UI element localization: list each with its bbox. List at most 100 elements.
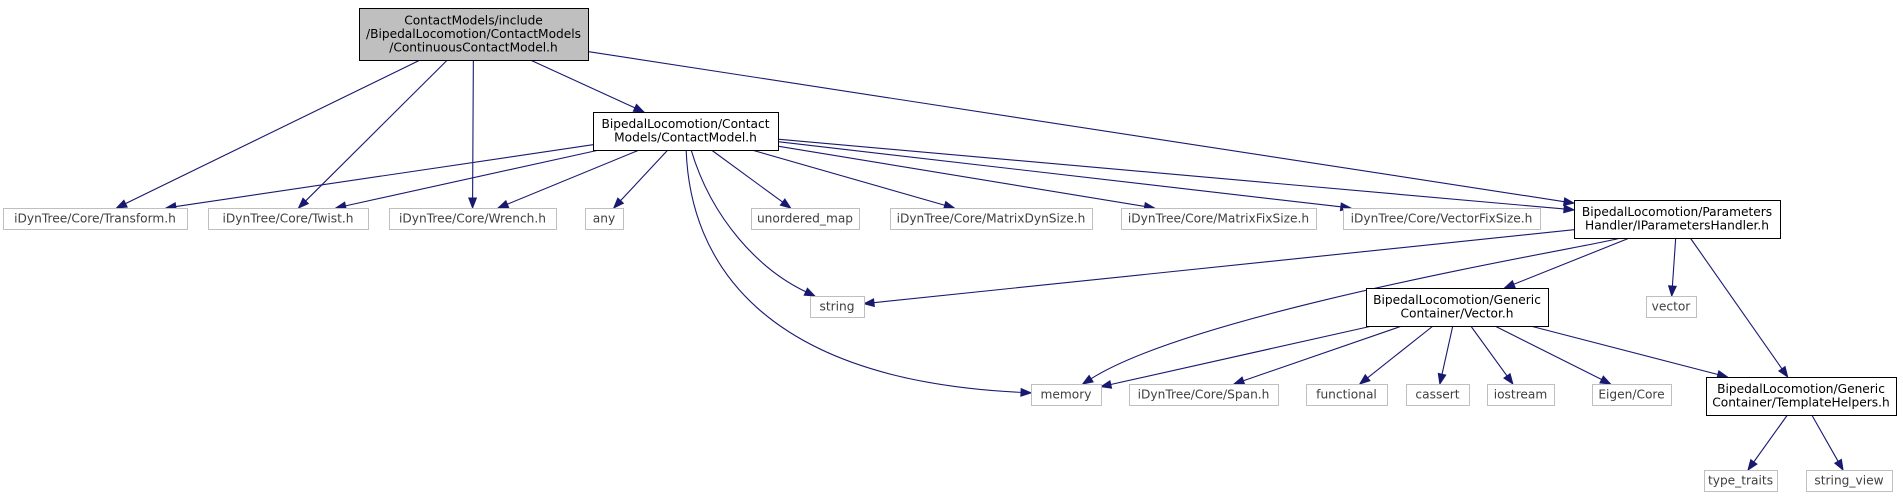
node-label-line: iostream (1494, 387, 1548, 401)
edge-line (1470, 325, 1508, 377)
node-box (3, 208, 188, 230)
edge-contactmodel-to-unordered_map (711, 149, 792, 209)
edge-continuous-to-transform (115, 59, 421, 209)
edge-contactmodel-to-params (777, 138, 1576, 214)
node-box (1487, 384, 1555, 406)
edge-vector_h-to-memory (1099, 325, 1373, 389)
node-label-line: unordered_map (757, 211, 853, 225)
arrowhead-icon (1358, 373, 1371, 385)
arrowhead-icon (862, 298, 875, 308)
node-any: any (585, 208, 624, 230)
node-memory: memory (1031, 384, 1102, 406)
node-label-line: vector (1652, 299, 1692, 313)
edge-line (1530, 325, 1719, 376)
edge-continuous-to-twist (297, 59, 448, 209)
arrowhead-icon (1503, 372, 1514, 386)
edge-contactmodel-to-any (612, 149, 669, 210)
arrowhead-icon (115, 199, 128, 209)
edge-line (711, 149, 783, 203)
arrowhead-icon (1437, 372, 1447, 386)
node-label-line: iDynTree/Core/MatrixFixSize.h (1128, 211, 1309, 225)
node-box (593, 112, 779, 151)
node-iostream: iostream (1487, 384, 1555, 406)
node-params[interactable]: BipedalLocomotion/ParametersHandler/IPar… (1574, 200, 1781, 239)
edge-continuous-to-wrench (468, 59, 478, 210)
arrowhead-icon (779, 198, 792, 209)
edge-line (685, 149, 1022, 393)
node-label-line: iDynTree/Core/Transform.h (14, 211, 176, 225)
node-matrixfix: iDynTree/Core/MatrixFixSize.h (1121, 208, 1317, 230)
arrowhead-icon (612, 197, 625, 210)
node-unordered-map: unordered_map (751, 208, 860, 230)
node-box (208, 208, 369, 230)
node-box (1343, 208, 1541, 230)
arrowhead-icon (1777, 365, 1789, 379)
edge-template_h-to-type_traits (1747, 414, 1788, 472)
edge-vector_h-to-iostream (1470, 325, 1514, 386)
node-label-line: memory (1041, 387, 1092, 401)
arrowhead-icon (632, 103, 646, 113)
edge-params-to-string (862, 229, 1575, 308)
node-box (359, 8, 589, 61)
arrowhead-icon (1020, 387, 1033, 397)
node-contactmodel[interactable]: BipedalLocomotion/ContactModels/ContactM… (593, 112, 779, 151)
node-label-line: iDynTree/Core/Twist.h (222, 211, 353, 225)
node-template-h[interactable]: BipedalLocomotion/GenericContainer/Templ… (1706, 377, 1897, 416)
arrowhead-icon (1563, 204, 1576, 214)
node-box (1129, 384, 1279, 406)
edge-params-to-template_h (1689, 237, 1789, 379)
arrowhead-icon (496, 199, 510, 209)
node-box (1574, 200, 1781, 239)
edge-vector_h-to-eigen (1494, 325, 1612, 385)
arrowhead-icon (1747, 458, 1758, 472)
node-transform: iDynTree/Core/Transform.h (3, 208, 188, 230)
node-box (1704, 470, 1778, 492)
node-vector-h[interactable]: BipedalLocomotion/GenericContainer/Vecto… (1366, 288, 1549, 327)
edge-params-to-vector (1667, 237, 1677, 298)
node-box (1366, 288, 1549, 327)
node-vector: vector (1646, 296, 1697, 318)
arrowhead-icon (297, 197, 310, 209)
node-twist: iDynTree/Core/Twist.h (208, 208, 369, 230)
node-label-line: Container/TemplateHelpers.h (1712, 396, 1890, 410)
node-type-traits: type_traits (1704, 470, 1778, 492)
edge-line (587, 51, 1565, 203)
edge-vector_h-to-template_h (1530, 325, 1729, 379)
edge-line (1243, 325, 1403, 382)
node-label-line: type_traits (1708, 473, 1773, 487)
edge-line (690, 149, 807, 293)
edge-params-to-memory (1081, 237, 1621, 385)
node-box (1706, 377, 1897, 416)
edge-line (1441, 325, 1454, 375)
arrowhead-icon (1667, 285, 1677, 298)
node-label-line: any (593, 211, 615, 225)
edge-line (305, 59, 448, 202)
node-label-line: iDynTree/Core/Wrench.h (399, 211, 546, 225)
edge-line (1110, 325, 1373, 386)
edge-vector_h-to-functional (1358, 325, 1434, 385)
edge-vector_h-to-span (1232, 325, 1403, 385)
edge-line (345, 149, 600, 207)
node-box (389, 208, 557, 230)
node-label-line: BipedalLocomotion/Contact (602, 117, 770, 131)
node-label-line: Models/ContactModel.h (614, 131, 757, 145)
node-box (1646, 296, 1697, 318)
node-box (1031, 384, 1102, 406)
node-label-line: /BipedalLocomotion/ContactModels (366, 27, 581, 41)
edge-continuous-to-params (587, 51, 1576, 207)
edge-line (873, 229, 1575, 304)
node-box (1121, 208, 1317, 230)
edge-line (751, 149, 945, 206)
node-label-line: string (820, 299, 855, 313)
node-label-line: Eigen/Core (1598, 387, 1664, 401)
node-label-line: Container/Vector.h (1401, 307, 1514, 321)
node-box (585, 208, 624, 230)
arrowhead-icon (468, 197, 478, 210)
node-continuous[interactable]: ContactModels/include/BipedalLocomotion/… (359, 8, 589, 61)
node-label-line: ContactModels/include (404, 13, 543, 27)
edge-template_h-to-string_view (1811, 414, 1844, 472)
node-label-line: BipedalLocomotion/Generic (1717, 382, 1885, 396)
arrowhead-icon (1599, 375, 1612, 385)
node-label-line: iDynTree/Core/MatrixDynSize.h (897, 211, 1086, 225)
node-label-line: /ContinuousContactModel.h (389, 40, 558, 54)
